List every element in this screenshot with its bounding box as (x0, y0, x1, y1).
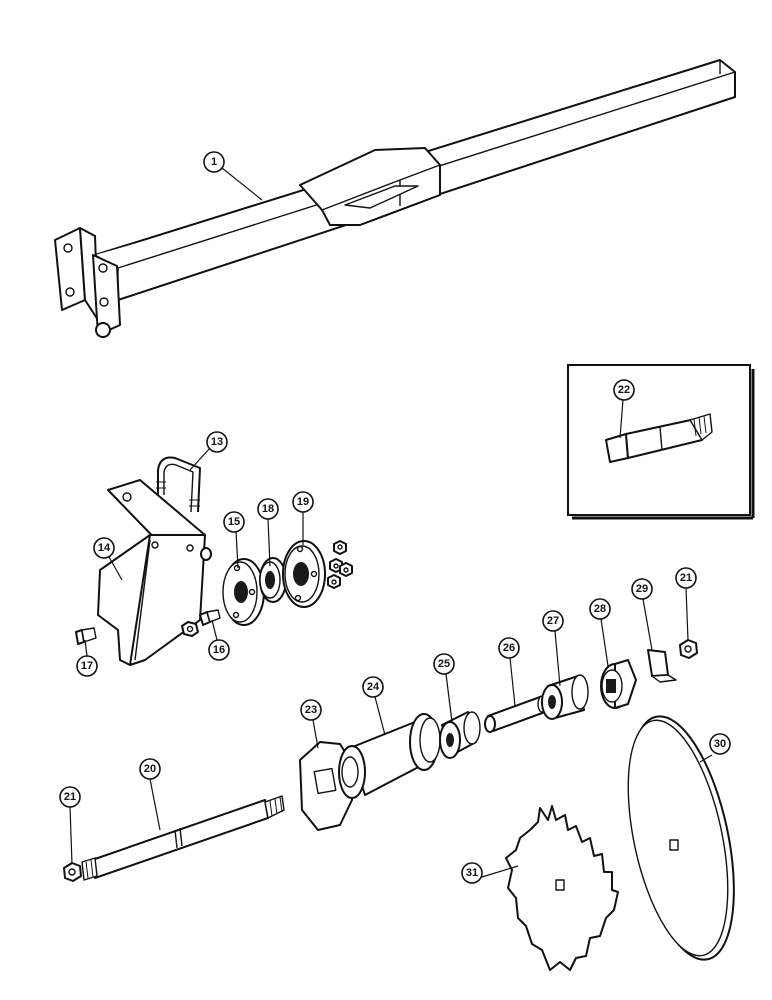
callout-18: 18 (257, 498, 279, 520)
callout-label-23: 23 (305, 704, 317, 716)
callout-label-25: 25 (438, 658, 450, 670)
callout-label-24: 24 (367, 681, 380, 693)
callout-21-left: 21 (59, 786, 81, 808)
callout-label-31: 31 (466, 867, 478, 879)
callout-20: 20 (139, 758, 161, 780)
nut-21-right (679, 639, 698, 659)
callout-14: 14 (93, 537, 115, 559)
nuts-cluster (327, 540, 353, 589)
callout-17: 17 (76, 655, 98, 677)
callout-28: 28 (589, 598, 611, 620)
bolt-17 (75, 627, 97, 645)
callout-label-13: 13 (211, 436, 223, 448)
callout-29: 29 (631, 578, 653, 600)
callout-label-14: 14 (98, 542, 111, 554)
callout-label-21-right: 21 (680, 572, 692, 584)
callout-26: 26 (498, 637, 520, 659)
callout-24: 24 (362, 676, 384, 698)
callout-label-26: 26 (503, 642, 515, 654)
callout-label-21-left: 21 (64, 791, 76, 803)
inset-detail-box (567, 364, 755, 520)
callout-21-right: 21 (675, 567, 697, 589)
clip-29 (647, 649, 677, 683)
callout-label-1: 1 (211, 156, 217, 168)
callout-23: 23 (300, 699, 322, 721)
tube-26 (484, 695, 547, 733)
callout-15: 15 (223, 511, 245, 533)
bolt-16 (199, 609, 221, 626)
bearing-18 (259, 557, 287, 603)
callout-label-28: 28 (594, 603, 606, 615)
callout-label-19: 19 (297, 496, 309, 508)
sleeve-25 (439, 711, 481, 759)
callout-1: 1 (203, 151, 225, 173)
callout-30: 30 (709, 733, 731, 755)
callout-label-18: 18 (262, 503, 274, 515)
notched-disc-31 (505, 805, 619, 971)
callout-label-20: 20 (144, 763, 156, 775)
callout-label-29: 29 (636, 583, 648, 595)
callout-label-30: 30 (714, 738, 726, 750)
callout-label-22: 22 (618, 384, 630, 396)
callout-label-16: 16 (213, 644, 225, 656)
u-bolt-13 (156, 456, 201, 513)
callout-19: 19 (292, 491, 314, 513)
frame-beam (54, 59, 736, 338)
callout-22: 22 (613, 379, 635, 401)
callout-13: 13 (206, 431, 228, 453)
callout-16: 16 (208, 639, 230, 661)
spool-24 (338, 713, 441, 799)
callout-label-15: 15 (228, 516, 240, 528)
sleeve-27 (541, 674, 589, 720)
leader-lines (69, 167, 713, 878)
callout-31: 31 (461, 862, 483, 884)
nut-bracket (181, 621, 199, 637)
bolt-22 (605, 413, 713, 463)
flange-19 (282, 540, 326, 608)
callout-label-27: 27 (547, 615, 559, 627)
callout-25: 25 (433, 653, 455, 675)
callout-27: 27 (542, 610, 564, 632)
nut-21-left (63, 862, 82, 882)
axle-shaft-20 (81, 795, 285, 881)
flange-15 (222, 558, 265, 626)
disc-30 (627, 715, 735, 961)
callout-label-17: 17 (81, 660, 93, 672)
hub-28 (600, 659, 637, 709)
